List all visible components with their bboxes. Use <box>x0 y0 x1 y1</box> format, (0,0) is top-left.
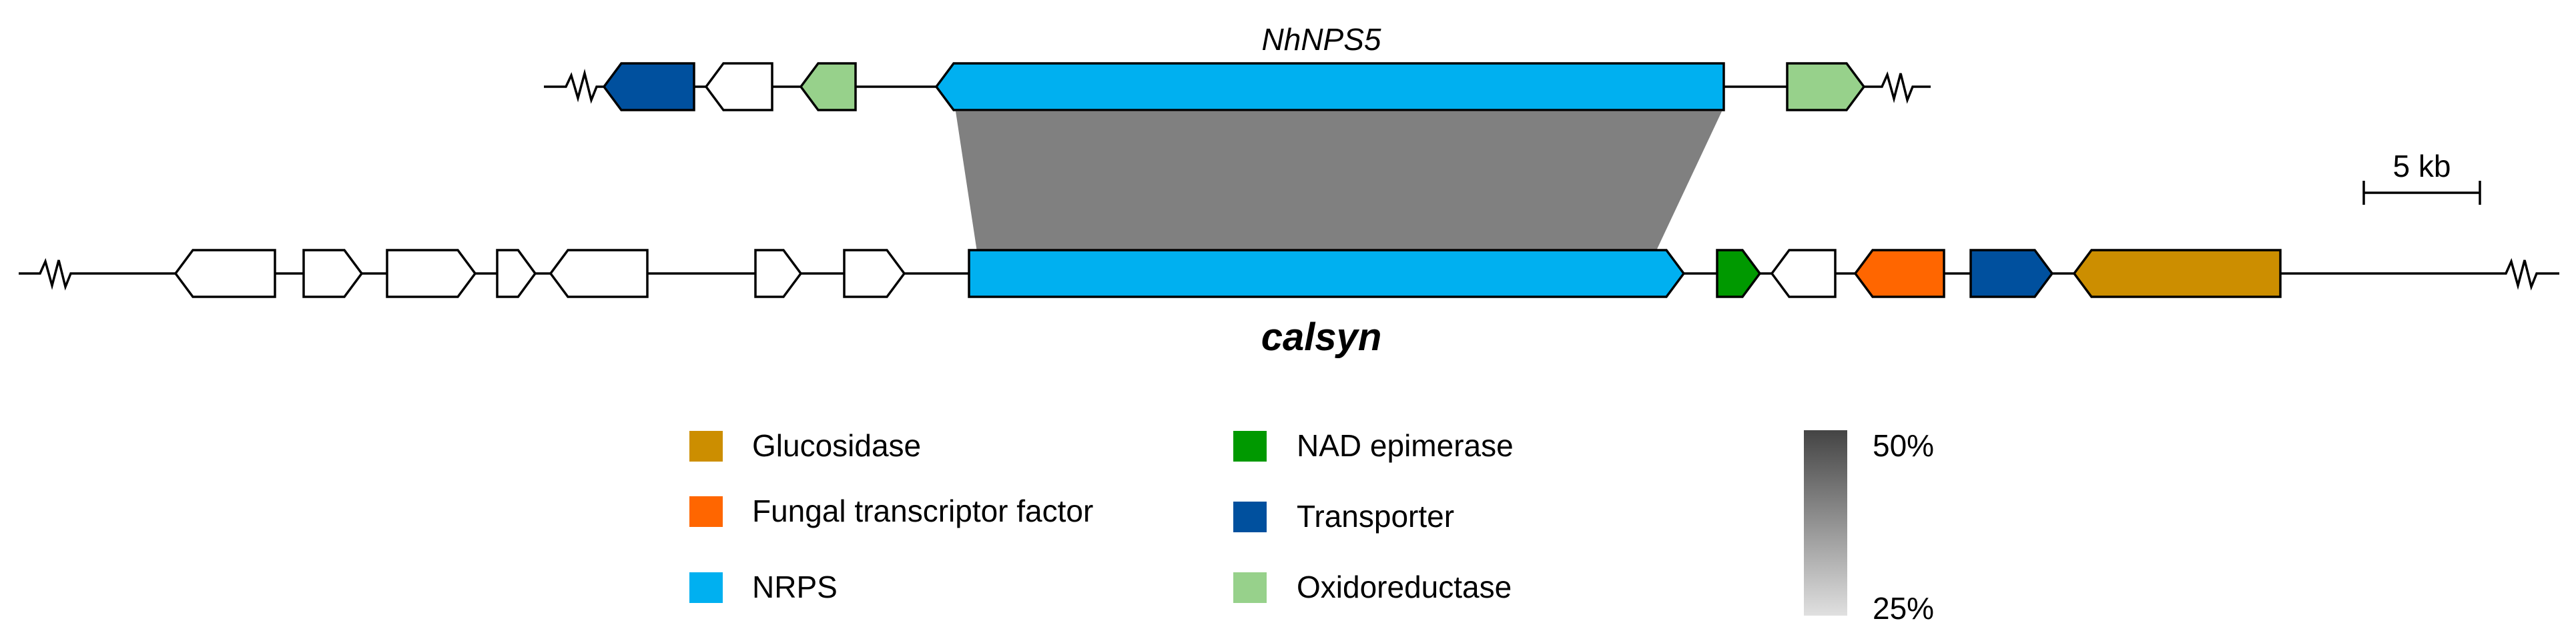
legend-swatch-oxidoreductase <box>1233 572 1267 603</box>
legend-label-transporter: Transporter <box>1297 499 1454 534</box>
gene-arrow-oxidoreductase <box>1786 62 1866 111</box>
scale-bar-label: 5 kb <box>2393 149 2451 183</box>
gene-arrow-oxidoreductase <box>799 62 857 111</box>
gene-arrow-unknown <box>549 249 649 298</box>
bottom-cluster-label: calsyn <box>1261 315 1382 359</box>
identity-min-label: 25% <box>1873 591 1934 626</box>
gene-arrow-glucosidase <box>2072 249 2282 298</box>
gene-arrow-nrps <box>968 249 1686 298</box>
legend: Glucosidase Fungal transcriptor factor N… <box>689 428 1514 604</box>
legend-label-oxidoreductase: Oxidoreductase <box>1297 570 1512 604</box>
identity-scale: 50% 25% <box>1804 428 1934 626</box>
gene-arrow-nrps <box>934 62 1725 111</box>
top-cluster-genes <box>602 62 1866 111</box>
legend-swatch-transporter <box>1233 502 1267 532</box>
top-cluster-label: NhNPS5 <box>1262 22 1381 57</box>
identity-max-label: 50% <box>1873 428 1934 463</box>
legend-label-nad-epimerase: NAD epimerase <box>1297 428 1514 463</box>
gene-arrow-unknown <box>386 249 477 298</box>
gene-arrow-fungal_tf <box>1853 249 1945 298</box>
gene-arrow-unknown <box>704 62 773 111</box>
legend-swatch-nad-epimerase <box>1233 431 1267 462</box>
gene-arrow-transporter <box>602 62 695 111</box>
gene-arrow-unknown <box>843 249 906 298</box>
gene-arrow-unknown <box>302 249 364 298</box>
gene-arrow-unknown <box>174 249 276 298</box>
legend-label-fungal-tf: Fungal transcriptor factor <box>752 494 1093 528</box>
legend-swatch-glucosidase <box>689 431 723 462</box>
legend-label-glucosidase: Glucosidase <box>752 428 921 463</box>
bottom-cluster-genes <box>174 249 2282 298</box>
legend-swatch-fungal-tf <box>689 496 723 527</box>
gene-arrow-unknown <box>496 249 537 298</box>
legend-label-nrps: NRPS <box>752 570 838 604</box>
scale-bar: 5 kb <box>2362 149 2481 205</box>
gene-arrow-unknown <box>1770 249 1837 298</box>
gene-arrow-nad_epimerase <box>1716 249 1762 298</box>
legend-swatch-nrps <box>689 572 723 603</box>
gene-arrow-unknown <box>754 249 803 298</box>
identity-gradient-bar <box>1804 430 1847 616</box>
gene-arrow-transporter <box>1969 249 2054 298</box>
homology-band <box>956 111 1722 256</box>
